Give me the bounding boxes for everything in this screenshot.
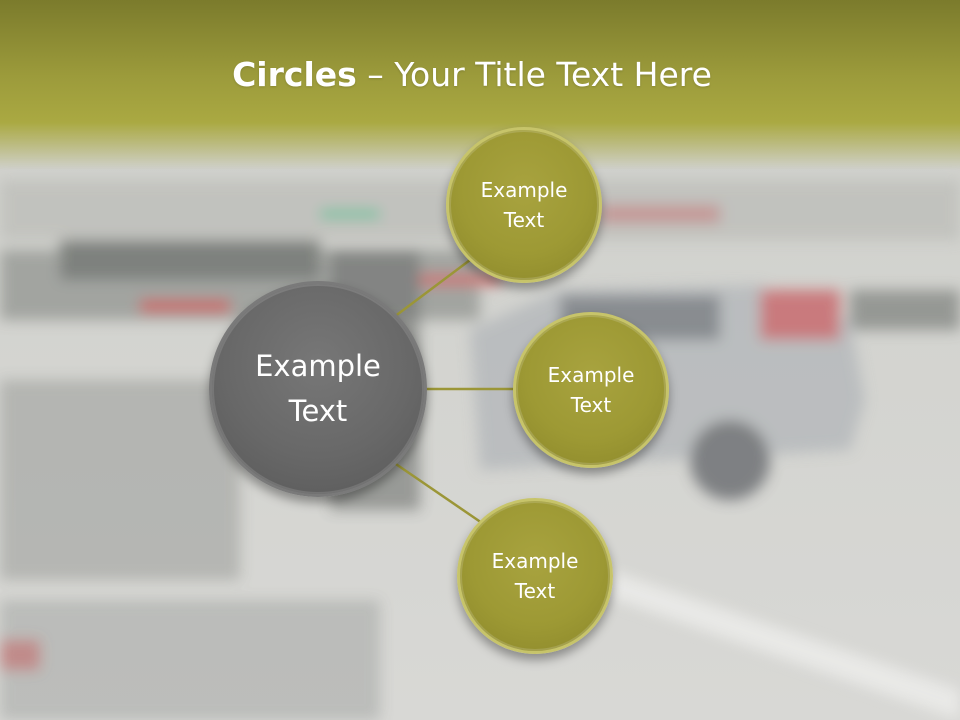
title-rest: – Your Title Text Here [356, 55, 712, 94]
satellite-1-label-line-1: Example [480, 178, 568, 202]
satellite-2-label-line-1: Example [547, 363, 635, 387]
satellite-circle-3[interactable]: Example Text [457, 498, 613, 654]
hub-circle[interactable]: Example Text [209, 281, 427, 497]
satellite-circle-1[interactable]: Example Text [446, 127, 602, 283]
hub-label-line-1: Example [255, 349, 381, 383]
hub-label-line-2: Text [288, 394, 348, 428]
title-bold: Circles [232, 55, 357, 94]
connector-line-3 [389, 458, 483, 525]
satellite-1-label-line-2: Text [503, 208, 545, 232]
slide-title: Circles – Your Title Text Here [0, 52, 944, 98]
satellite-circle-2[interactable]: Example Text [513, 312, 669, 468]
satellite-2-label-line-2: Text [570, 393, 612, 417]
connector-line-1 [389, 256, 475, 321]
satellite-3-label-line-2: Text [514, 579, 556, 603]
satellite-3-label-line-1: Example [491, 549, 579, 573]
